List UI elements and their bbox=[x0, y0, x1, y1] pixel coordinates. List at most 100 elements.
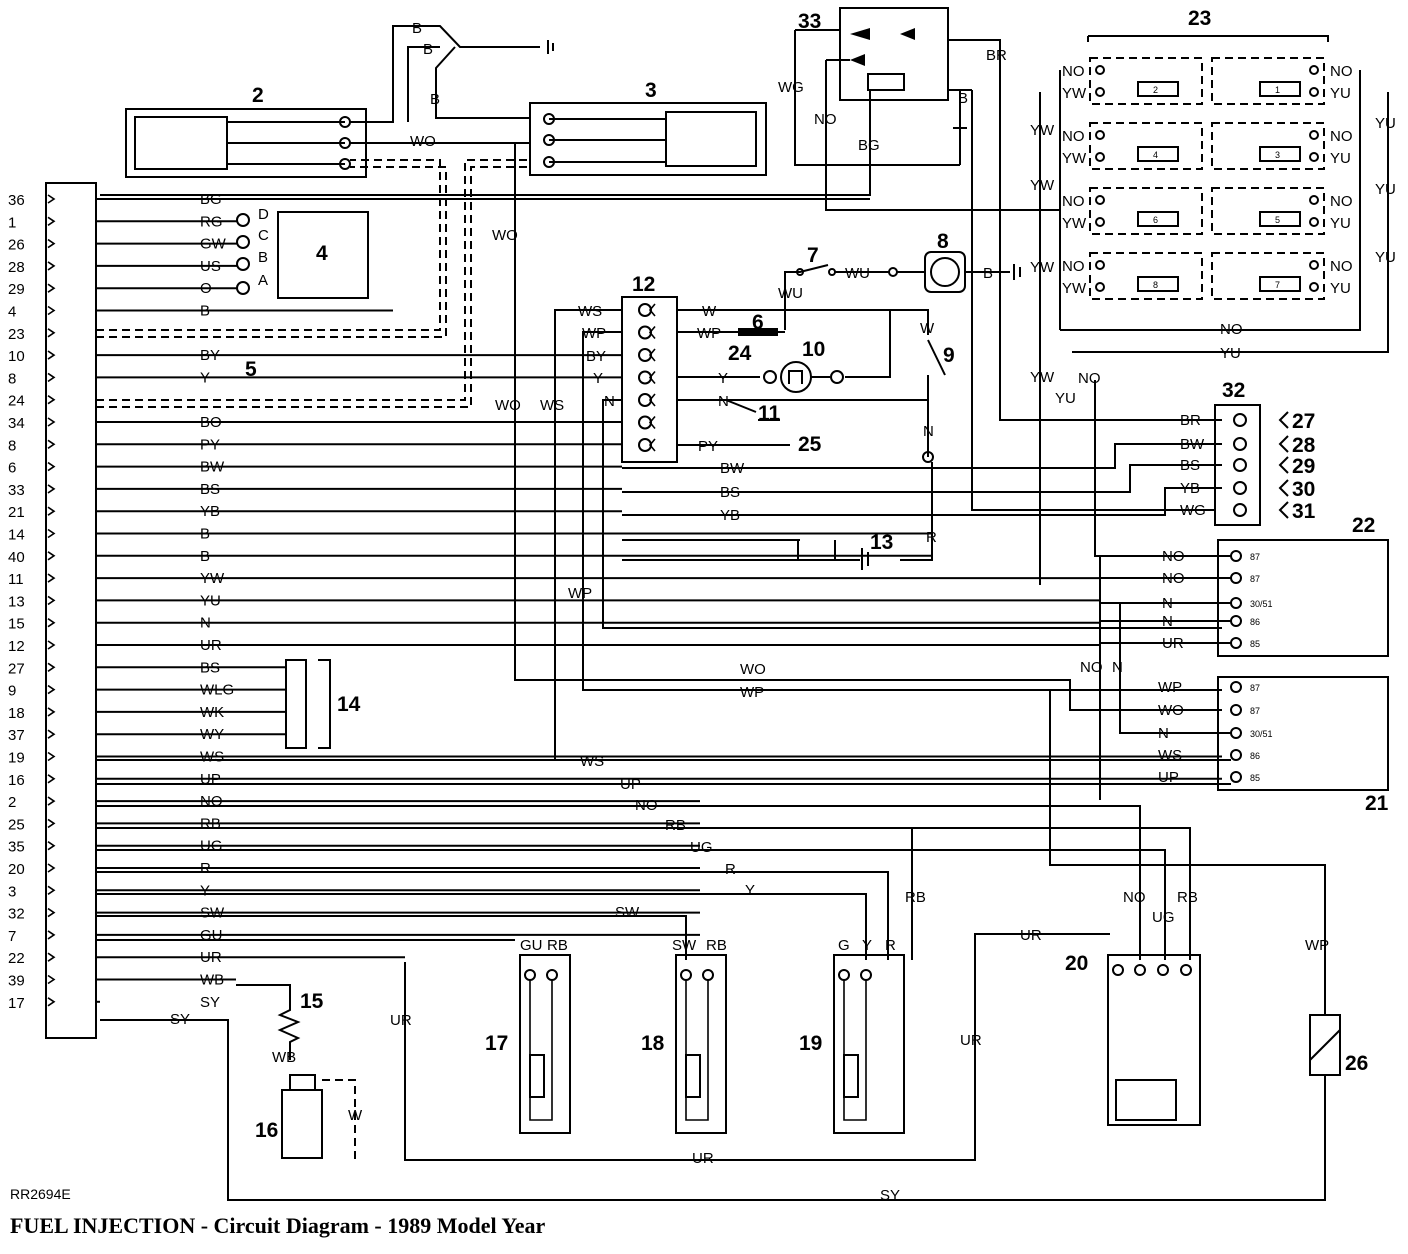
wire-n-relay: N bbox=[1112, 659, 1123, 676]
relay-21: 21 bbox=[1217, 676, 1389, 815]
ecu-pin-number: 33 bbox=[8, 482, 25, 499]
label-20: 20 bbox=[1065, 952, 1088, 975]
ecu-pin-number: 22 bbox=[8, 950, 25, 967]
label-31: 31 bbox=[1292, 500, 1316, 523]
wire-b-8: B bbox=[983, 265, 993, 282]
ecu-wire-label: BS bbox=[200, 481, 220, 498]
wire-b-top1: B bbox=[412, 20, 422, 37]
pin-a: A bbox=[258, 272, 268, 289]
ecu-wire-label: SY bbox=[200, 994, 220, 1011]
ecu-wire-label: PY bbox=[200, 436, 220, 453]
ecu-pin-number: 10 bbox=[8, 348, 25, 365]
ecu-wire-label: UG bbox=[200, 838, 223, 855]
wire-no-ring: NO bbox=[1220, 321, 1243, 338]
ecu-wire-label: WY bbox=[200, 726, 224, 743]
wire-y-12b: Y bbox=[718, 370, 728, 387]
ecu-wire-label: Y bbox=[200, 369, 210, 386]
label-26: 26 bbox=[1345, 1052, 1368, 1075]
ecu-pin-number: 36 bbox=[8, 192, 25, 209]
ecu-pin-number: 39 bbox=[8, 973, 25, 990]
wire-ws-vert: WS bbox=[540, 397, 564, 414]
wire-ur-right: UR bbox=[960, 1032, 982, 1049]
relay22-wire: N bbox=[1162, 613, 1173, 630]
ecu-wire-label: O bbox=[200, 280, 212, 297]
ecu-wire-label: N bbox=[200, 615, 211, 632]
label-32: 32 bbox=[1222, 379, 1245, 402]
wire-yw-inj: YW bbox=[1062, 280, 1087, 297]
wire-rb-19: RB bbox=[905, 889, 926, 906]
wire-no-33: NO bbox=[814, 111, 837, 128]
wire-wo-vert2: WO bbox=[495, 397, 521, 414]
ecu-connector bbox=[45, 182, 97, 1039]
relay21-pin: 87 bbox=[1250, 683, 1260, 693]
ecu-pin-number: 26 bbox=[8, 237, 25, 254]
relay22-wire: NO bbox=[1162, 570, 1185, 587]
ecu-pin-number: 25 bbox=[8, 816, 25, 833]
injector-number: 1 bbox=[1275, 85, 1280, 95]
wire-rb-mid: RB bbox=[665, 817, 686, 834]
ecu-pin-number: 27 bbox=[8, 660, 25, 677]
ecu-pin-number: 7 bbox=[8, 928, 16, 945]
relay22-wire: N bbox=[1162, 595, 1173, 612]
ecu-wire-label: B bbox=[200, 526, 210, 543]
wire-wp-12: WP bbox=[582, 325, 606, 342]
wire-wp-12b: WP bbox=[697, 325, 721, 342]
connector-24-25: 24 25 bbox=[728, 342, 822, 456]
wire-no-inj2: NO bbox=[1330, 128, 1353, 145]
wire-yw-inj: YW bbox=[1062, 215, 1087, 232]
label-15: 15 bbox=[300, 990, 324, 1013]
wire-ug-20: UG bbox=[1152, 909, 1175, 926]
ecu-pin-number: 11 bbox=[8, 571, 24, 588]
label-14: 14 bbox=[337, 693, 361, 716]
injector-number: 6 bbox=[1153, 215, 1158, 225]
wire-no-relay: NO bbox=[1080, 659, 1103, 676]
relay22-pin: 87 bbox=[1250, 574, 1260, 584]
label-3: 3 bbox=[645, 79, 657, 102]
wire-sw-mid: SW bbox=[615, 904, 640, 921]
wire-b-top2: B bbox=[423, 41, 433, 58]
wire-wo-vert: WO bbox=[492, 227, 518, 244]
ecu-wire-label: B bbox=[200, 303, 210, 320]
wire-br-33: BR bbox=[986, 47, 1007, 64]
ecu-wire-label: RG bbox=[200, 213, 223, 230]
sensor-8: 8 B bbox=[897, 230, 1021, 293]
label-22: 22 bbox=[1352, 514, 1375, 537]
wire-yu-r3: YU bbox=[1375, 249, 1396, 266]
component-33: 33 WG NO BG BR B bbox=[100, 7, 1222, 421]
label-27: 27 bbox=[1292, 410, 1315, 433]
ecu-wire-label: BG bbox=[200, 191, 222, 208]
wire-w-9: W bbox=[920, 320, 935, 337]
wire-yw-l4: YW bbox=[1030, 369, 1055, 386]
wire-rb-18: RB bbox=[706, 937, 727, 954]
relay21-pin: 86 bbox=[1250, 751, 1260, 761]
ecu-wire-label: YB bbox=[200, 503, 220, 520]
wire-r-19: R bbox=[885, 937, 896, 954]
ecu-pin-number: 18 bbox=[8, 705, 25, 722]
relay22-pin: 86 bbox=[1250, 617, 1260, 627]
label-28: 28 bbox=[1292, 434, 1316, 457]
label-11: 11 bbox=[758, 402, 781, 425]
ecu-pin-number: 28 bbox=[8, 259, 25, 276]
wire-yb-long: YB bbox=[720, 507, 740, 524]
ecu-pin-number: 24 bbox=[8, 393, 25, 410]
relay21-pin: 87 bbox=[1250, 706, 1260, 716]
wire-wp-relay: WP bbox=[740, 684, 764, 701]
ecu-wire-label: BY bbox=[200, 347, 220, 364]
injector-group-23: 23 bbox=[1087, 7, 1329, 42]
ecu-wire-label: WB bbox=[200, 972, 224, 989]
wire-no-20: NO bbox=[1123, 889, 1146, 906]
wire-w-12: W bbox=[702, 303, 717, 320]
wire-b-33: B bbox=[958, 90, 968, 107]
wire-yw-l2: YW bbox=[1030, 177, 1055, 194]
ecu-pin-number: 14 bbox=[8, 527, 25, 544]
ecu-pin-number: 8 bbox=[8, 370, 16, 387]
ecu-pin-number: 23 bbox=[8, 326, 25, 343]
relay21-wire: WS bbox=[1158, 747, 1182, 764]
injector-number: 5 bbox=[1275, 215, 1280, 225]
ecu-wire-label: B bbox=[200, 548, 210, 565]
switch-9: 9 W N R bbox=[677, 309, 955, 561]
wire-bs-long: BS bbox=[720, 484, 740, 501]
ecu-wire-label: BS bbox=[200, 659, 220, 676]
ecu-wire-label: RB bbox=[200, 815, 221, 832]
